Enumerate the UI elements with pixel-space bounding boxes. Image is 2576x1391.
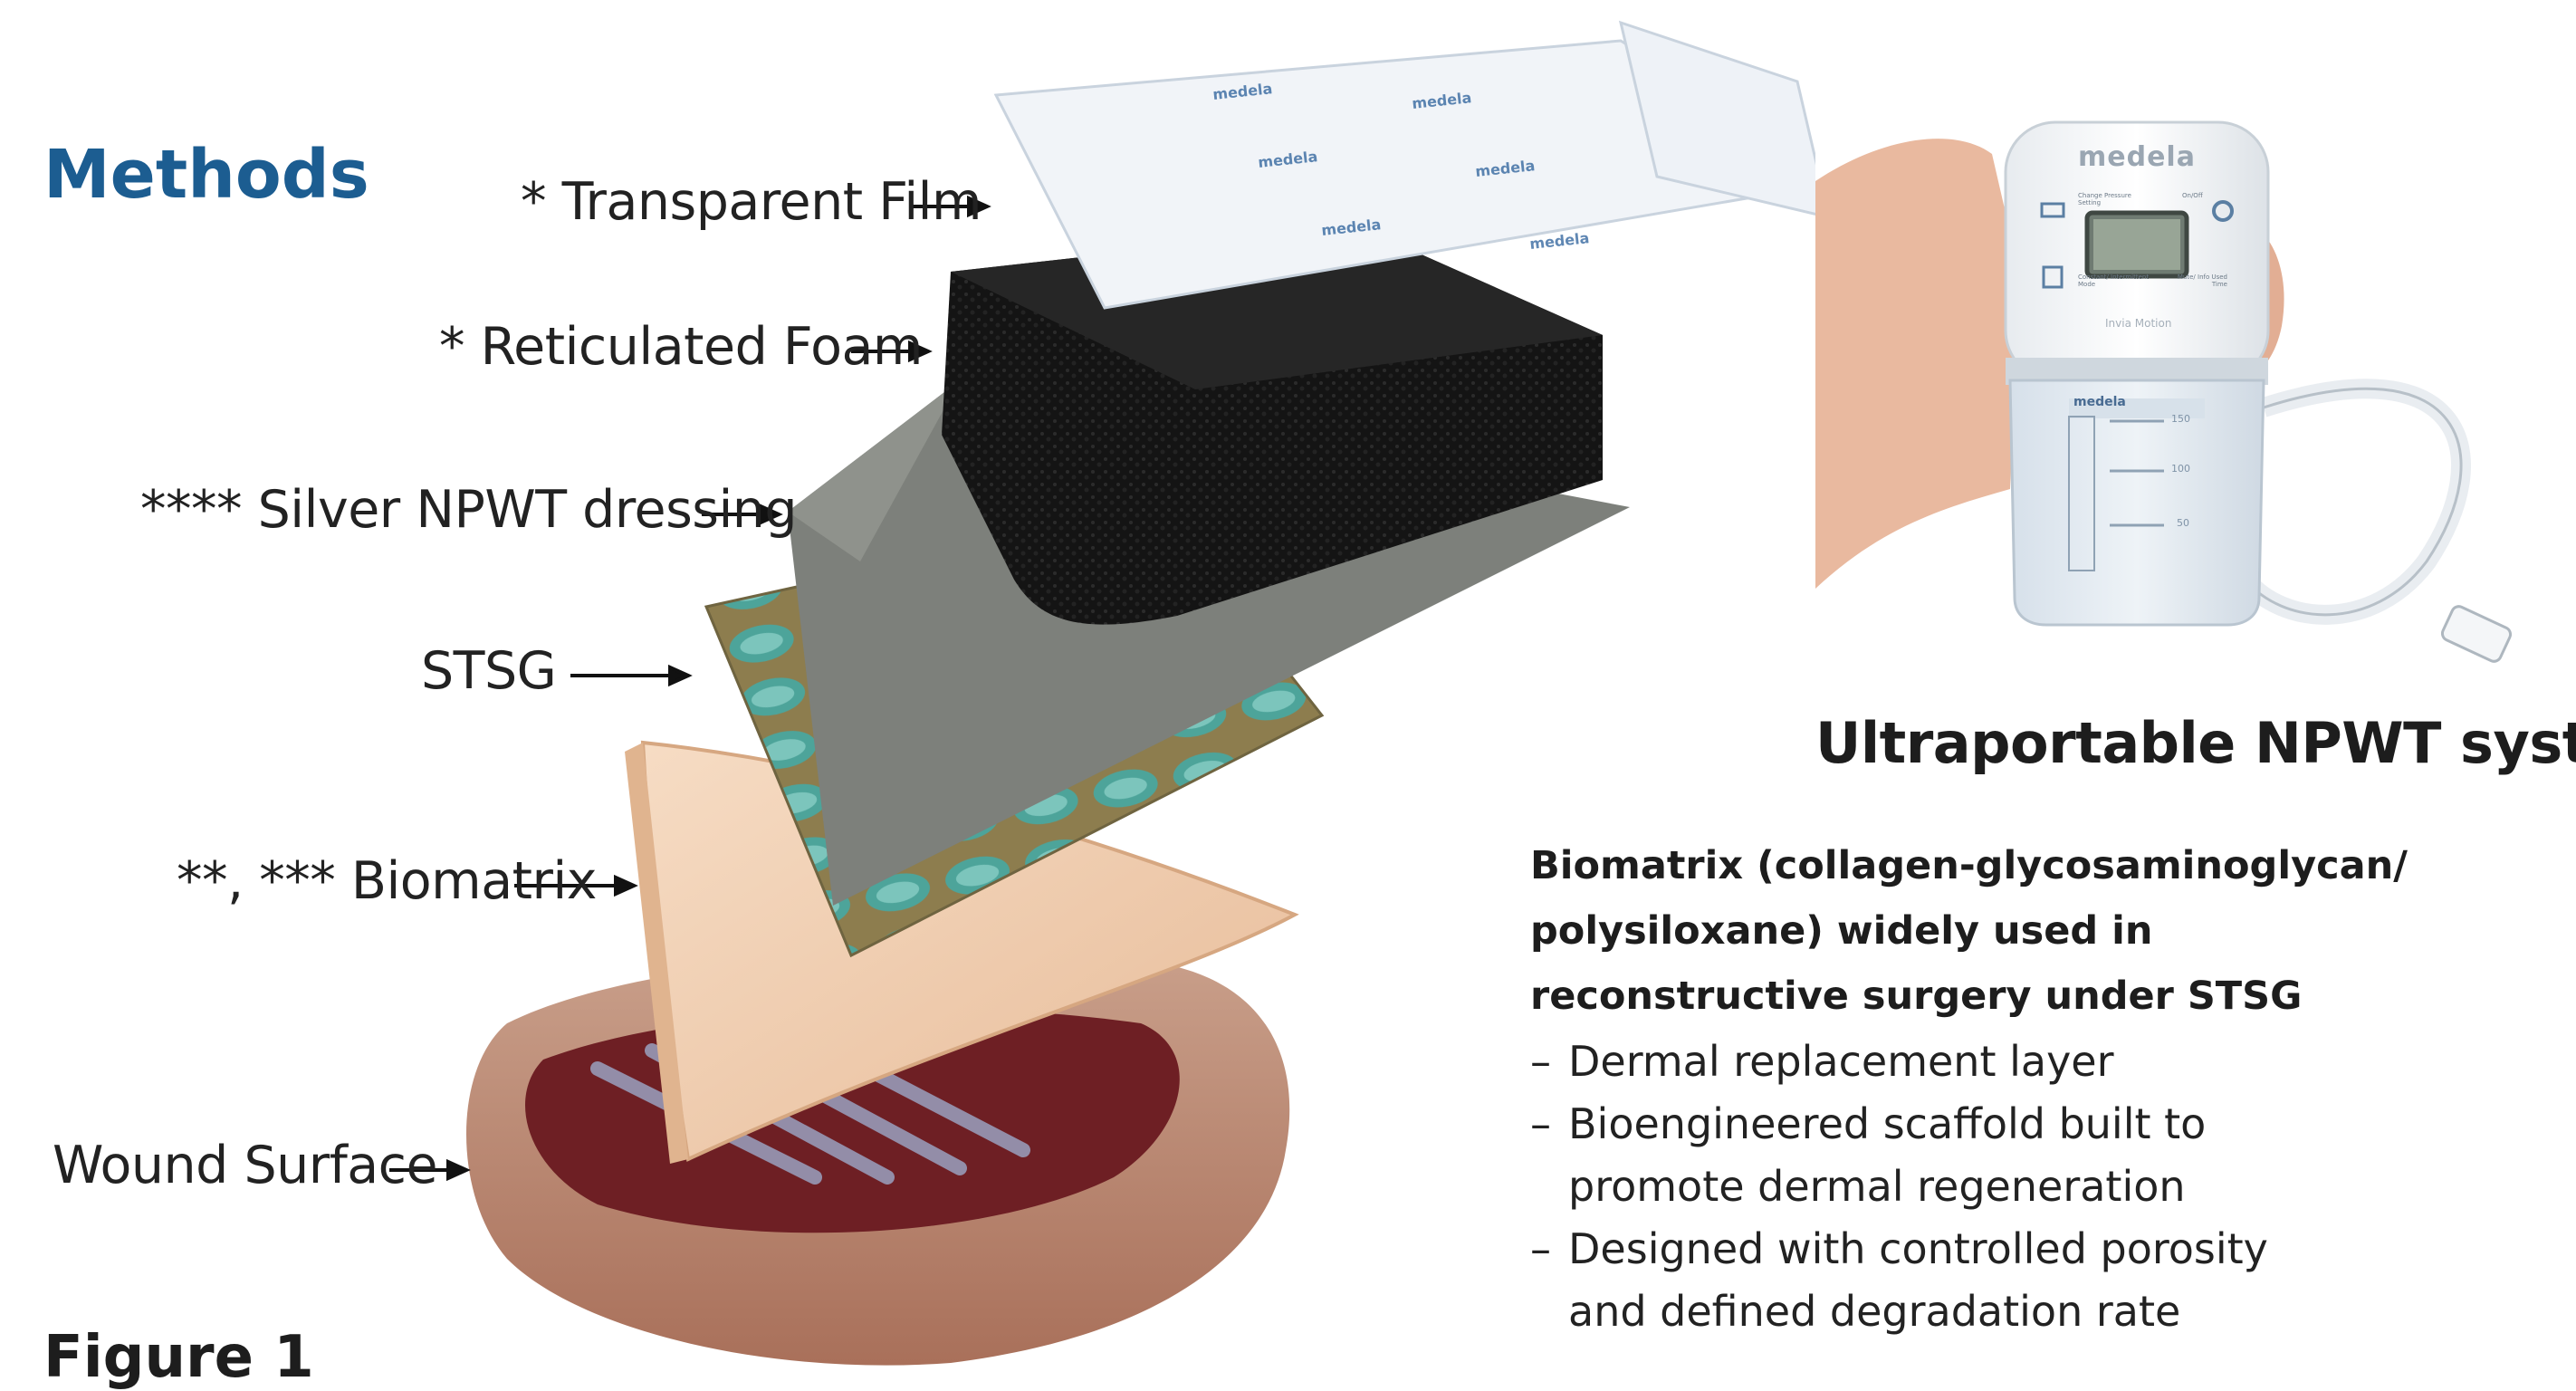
label-reticulated-foam: * Reticulated Foam	[439, 317, 923, 377]
list-item-text: Designed with controlled porosity and de…	[1568, 1224, 2268, 1336]
label-silver-npwt-dressing: **** Silver NPWT dressing	[140, 480, 797, 540]
list-item: –Designed with controlled porosity and d…	[1530, 1218, 2268, 1343]
list-item: –Dermal replacement layer	[1530, 1031, 2268, 1093]
canister-brand-label: medela	[2073, 395, 2126, 409]
biomatrix-feature-list: –Dermal replacement layer –Bioengineered…	[1530, 1031, 2268, 1343]
device-constant-mode-label: Constant/ Intermittent Mode	[2078, 273, 2150, 288]
device-model-label: Invia Motion	[2105, 317, 2171, 330]
biomatrix-description-heading: Biomatrix (collagen-glycosaminoglycan/ p…	[1530, 833, 2463, 1029]
page-title: Methods	[43, 136, 369, 214]
canister-mark-50: 50	[2177, 517, 2189, 529]
list-item-text: Dermal replacement layer	[1568, 1037, 2114, 1086]
canister-mark-100: 100	[2171, 463, 2190, 475]
canister-mark-150: 150	[2171, 413, 2190, 425]
list-item: –Bioengineered scaffold built to promote…	[1530, 1093, 2268, 1218]
device-mute-label: Mute/ Info Used Time	[2169, 273, 2227, 288]
device-brand-logo: medela	[2078, 141, 2196, 173]
label-wound-surface: Wound Surface	[53, 1136, 437, 1195]
device-on-off-label: On/Off	[2182, 192, 2203, 199]
system-title: Ultraportable NPWT system	[1815, 710, 2576, 776]
label-stsg: STSG	[421, 641, 556, 701]
npwt-device-illustration	[1815, 122, 2513, 664]
label-transparent-film: * Transparent Film	[521, 172, 982, 232]
device-change-pressure-label: Change Pressure Setting	[2078, 192, 2141, 206]
list-item-text: Bioengineered scaffold built to promote …	[1568, 1099, 2206, 1211]
figure-caption-label: Figure 1	[43, 1324, 314, 1391]
label-biomatrix: **, *** Biomatrix	[177, 851, 597, 911]
